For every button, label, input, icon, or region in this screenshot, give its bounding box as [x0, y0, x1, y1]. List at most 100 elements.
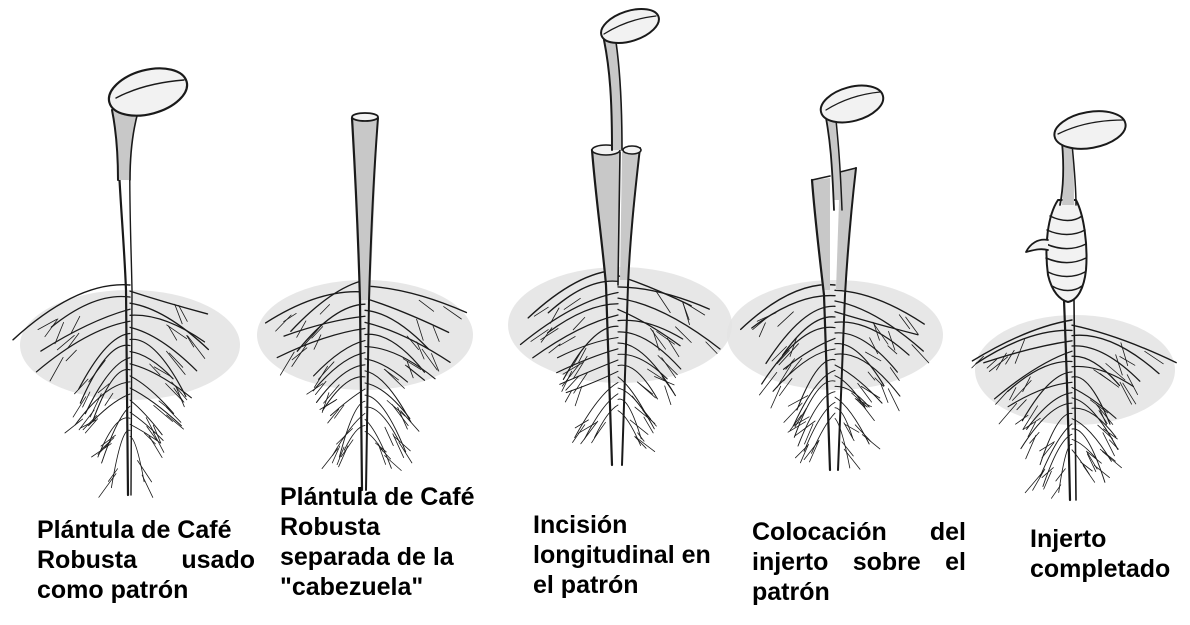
caption-line: Robusta usado — [37, 545, 255, 575]
rootlet — [328, 409, 339, 423]
rootlet — [855, 399, 871, 407]
rootlet — [399, 442, 412, 463]
caption-line: patrón — [752, 577, 966, 607]
root-system — [727, 280, 943, 469]
caption-word: separada de la — [280, 543, 454, 571]
rootlet — [385, 427, 393, 445]
caption-line: Incisión — [533, 510, 728, 540]
rootlet — [788, 396, 808, 407]
caption-word: patrón — [752, 578, 830, 606]
rootlet — [324, 385, 340, 403]
caption-line: longitudinal en — [533, 540, 728, 570]
caption-word: injerto — [752, 547, 828, 577]
rootlet — [394, 436, 411, 451]
rootlet — [575, 420, 588, 428]
caption-word: el patrón — [533, 571, 639, 599]
caption-word: longitudinal en — [533, 541, 711, 569]
caption-word: el — [945, 547, 966, 577]
rootlet — [99, 474, 116, 498]
rootlet — [635, 407, 655, 423]
rootlet — [65, 419, 83, 433]
scion — [1051, 106, 1128, 205]
rootlet — [154, 405, 173, 421]
caption-word: sobre — [853, 547, 921, 577]
caption-word: como patrón — [37, 576, 188, 604]
rootlet — [844, 449, 860, 469]
caption-line: "cabezuela" — [280, 572, 490, 602]
rootlet — [142, 475, 153, 497]
rootlet — [795, 446, 807, 458]
rootlet — [581, 421, 598, 444]
rootlet — [800, 444, 808, 463]
rootlet — [335, 405, 344, 418]
caption-line: el patrón — [533, 570, 728, 600]
caption-word: Colocación — [752, 517, 887, 547]
caption-word: "cabezuela" — [280, 573, 423, 601]
rootlet — [378, 444, 385, 465]
stage-5-completed-graft — [972, 106, 1176, 500]
rootlet — [1100, 449, 1115, 461]
rootlet — [665, 386, 671, 405]
rootlet — [1051, 485, 1060, 499]
caption-word: del — [930, 517, 966, 547]
caption-word: completado — [1030, 555, 1170, 583]
caption-stage-5: Injertocompletado — [1030, 524, 1180, 584]
rootlet — [1033, 469, 1045, 490]
caption-line: completado — [1030, 554, 1180, 584]
rootlet — [1094, 465, 1109, 477]
rootlet — [307, 384, 323, 395]
caption-stage-3: Incisiónlongitudinal enel patrón — [533, 510, 728, 600]
root-branch — [102, 406, 130, 463]
caption-word: Robusta — [280, 513, 380, 541]
root-system — [257, 280, 473, 471]
caption-line: como patrón — [37, 575, 255, 605]
rootlet — [392, 404, 408, 425]
caption-word: Plántula de Café — [280, 483, 475, 511]
rootlet — [881, 384, 888, 403]
rootlet — [393, 434, 404, 458]
rootlet — [596, 422, 605, 435]
scion — [597, 2, 663, 150]
rootlet — [322, 449, 338, 469]
stage-2-decapitated-seedling — [257, 113, 473, 490]
stage-1-seedling-rootstock — [13, 60, 240, 497]
caption-line: Plántula de Café — [37, 515, 255, 545]
caption-line: injerto sobreel — [752, 547, 966, 577]
rootlet — [1040, 442, 1055, 451]
rootlet — [573, 425, 585, 443]
rootlet — [578, 422, 597, 433]
rootlet — [1025, 471, 1044, 493]
rootlet — [1023, 418, 1040, 429]
stage-4-scion-placement — [727, 79, 943, 470]
root-branch — [618, 411, 641, 446]
rootlet — [1042, 443, 1054, 458]
caption-line: Injerto — [1030, 524, 1180, 554]
stage-3-longitudinal-incision — [508, 2, 732, 465]
rootlet — [138, 461, 152, 482]
caption-line: separada de la — [280, 542, 490, 572]
root-system — [508, 267, 732, 452]
rootlet — [159, 401, 170, 410]
caption-line: Robusta — [280, 512, 490, 542]
rootlet — [662, 376, 673, 392]
root-branch — [812, 413, 836, 453]
caption-line: Plántula de Café — [280, 482, 490, 512]
caption-stage-1: Plántula de CaféRobusta usadocomo patrón — [37, 515, 255, 605]
rootlet — [855, 425, 871, 442]
rootlet — [635, 436, 655, 451]
caption-stage-2: Plántula de CaféRobustaseparada de la"ca… — [280, 482, 490, 602]
caption-stage-4: Colocación del injerto sobreel patrón — [752, 517, 966, 607]
rootlet — [635, 437, 646, 449]
caption-word: usado — [181, 545, 255, 575]
caption-word: Incisión — [533, 511, 627, 539]
rootlet — [385, 456, 402, 471]
rootlet — [852, 393, 868, 407]
caption-line: Colocación del — [752, 517, 966, 547]
rootlet — [1102, 452, 1121, 468]
rootlet — [639, 383, 656, 398]
caption-word: Injerto — [1030, 525, 1106, 553]
rootlet — [888, 389, 899, 411]
caption-word: Plántula de Café — [37, 516, 232, 544]
rootlet — [771, 386, 781, 408]
caption-word: Robusta — [37, 545, 137, 575]
